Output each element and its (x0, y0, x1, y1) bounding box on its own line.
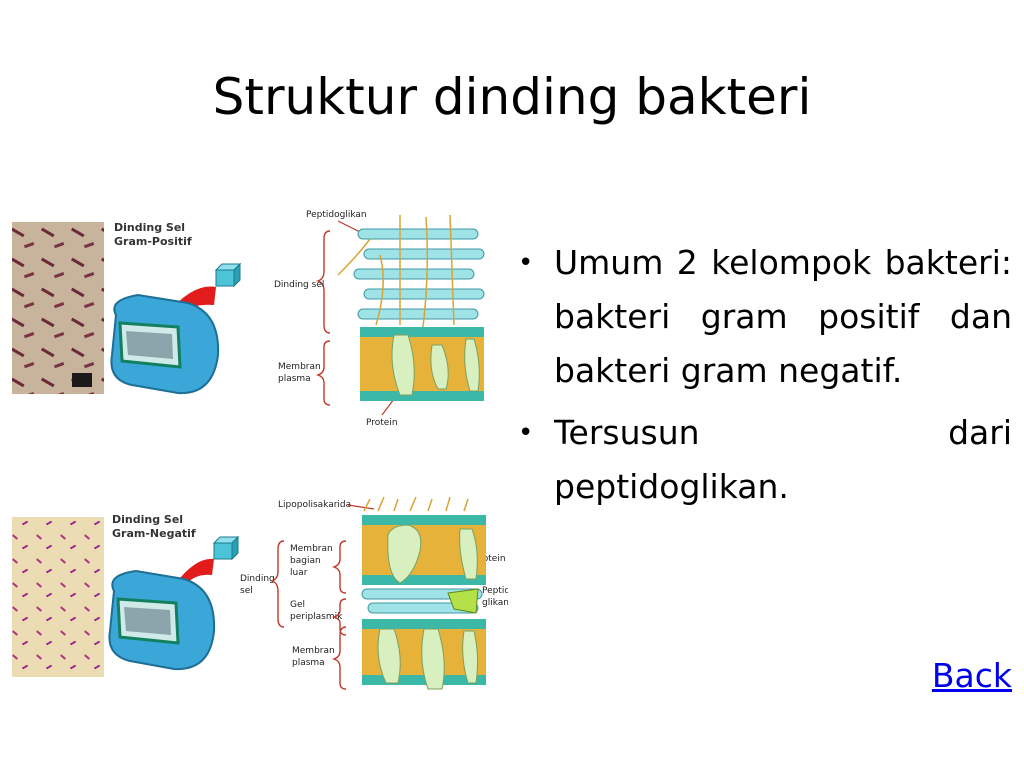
bacterial-wall-diagram: Dinding Sel Gram-Positif Peptidoglikan D… (12, 210, 508, 690)
slide-title: Struktur dinding bakteri (212, 68, 812, 126)
gp-dinding-sel-label: Dinding sel (274, 280, 324, 290)
gn-membran-plasma-label-2: plasma (292, 658, 325, 668)
gp-zoom-cube (214, 262, 242, 288)
gn-dinding-sel-label-2: sel (240, 586, 253, 596)
gp-protein-label: Protein (366, 418, 398, 428)
bullet-item: • Tersusun dari peptidoglikan. (518, 406, 1012, 514)
back-link[interactable]: Back (931, 656, 1012, 695)
gn-lipopolisakarida-label: Lipopolisakarida (278, 500, 351, 510)
bullet-text: Tersusun dari peptidoglikan. (554, 413, 1012, 506)
gp-membran-plasma-label-1: Membran (278, 362, 321, 372)
gp-plasma-membrane (360, 327, 484, 401)
gn-zoom-cube (212, 535, 240, 561)
gp-heading-1: Dinding Sel (114, 221, 185, 234)
bullet-list: • Umum 2 kelompok bakteri: bakteri gram … (518, 236, 1012, 522)
gn-dinding-sel-label-1: Dinding (240, 574, 275, 584)
bullet-text: Umum 2 kelompok bakteri: bakteri gram po… (554, 243, 1012, 390)
gn-peptidoglycan-layers (361, 588, 483, 614)
gn-membran-luar-label-3: luar (290, 568, 308, 578)
gn-outer-membrane (362, 496, 486, 585)
gp-peptidoglycan-layers (337, 214, 485, 336)
bacterial-wall-figure: Dinding Sel Gram-Positif Peptidoglikan D… (8, 195, 508, 700)
gn-gel-label-2: periplasmik (290, 612, 343, 622)
gn-membran-luar-label-2: bagian (290, 556, 321, 566)
micrograph-gram-negative (12, 517, 104, 677)
gp-membran-plasma-label-2: plasma (278, 374, 311, 384)
gn-peptidoglikan-label-2: glikan (482, 598, 508, 608)
gp-heading-2: Gram-Positif (114, 235, 192, 248)
gn-peptidoglikan-label-1: Peptido (482, 586, 508, 596)
bullet-item: • Umum 2 kelompok bakteri: bakteri gram … (518, 236, 1012, 398)
gp-peptidoglikan-label: Peptidoglikan (306, 210, 367, 220)
gn-cell (108, 569, 216, 671)
gn-plasma-membrane (362, 619, 486, 690)
bullet-dot-icon: • (518, 418, 534, 448)
gn-heading-1: Dinding Sel (112, 513, 183, 526)
gn-membran-luar-label-1: Membran (290, 544, 333, 554)
gn-gel-label-1: Gel (290, 600, 305, 610)
gn-membran-plasma-label-1: Membran (292, 646, 335, 656)
bullet-dot-icon: • (518, 248, 534, 278)
micrograph-gram-positive (12, 222, 104, 394)
gn-protein-label: Protein (474, 554, 506, 564)
gp-cell (110, 293, 220, 395)
gn-heading-2: Gram-Negatif (112, 527, 196, 540)
